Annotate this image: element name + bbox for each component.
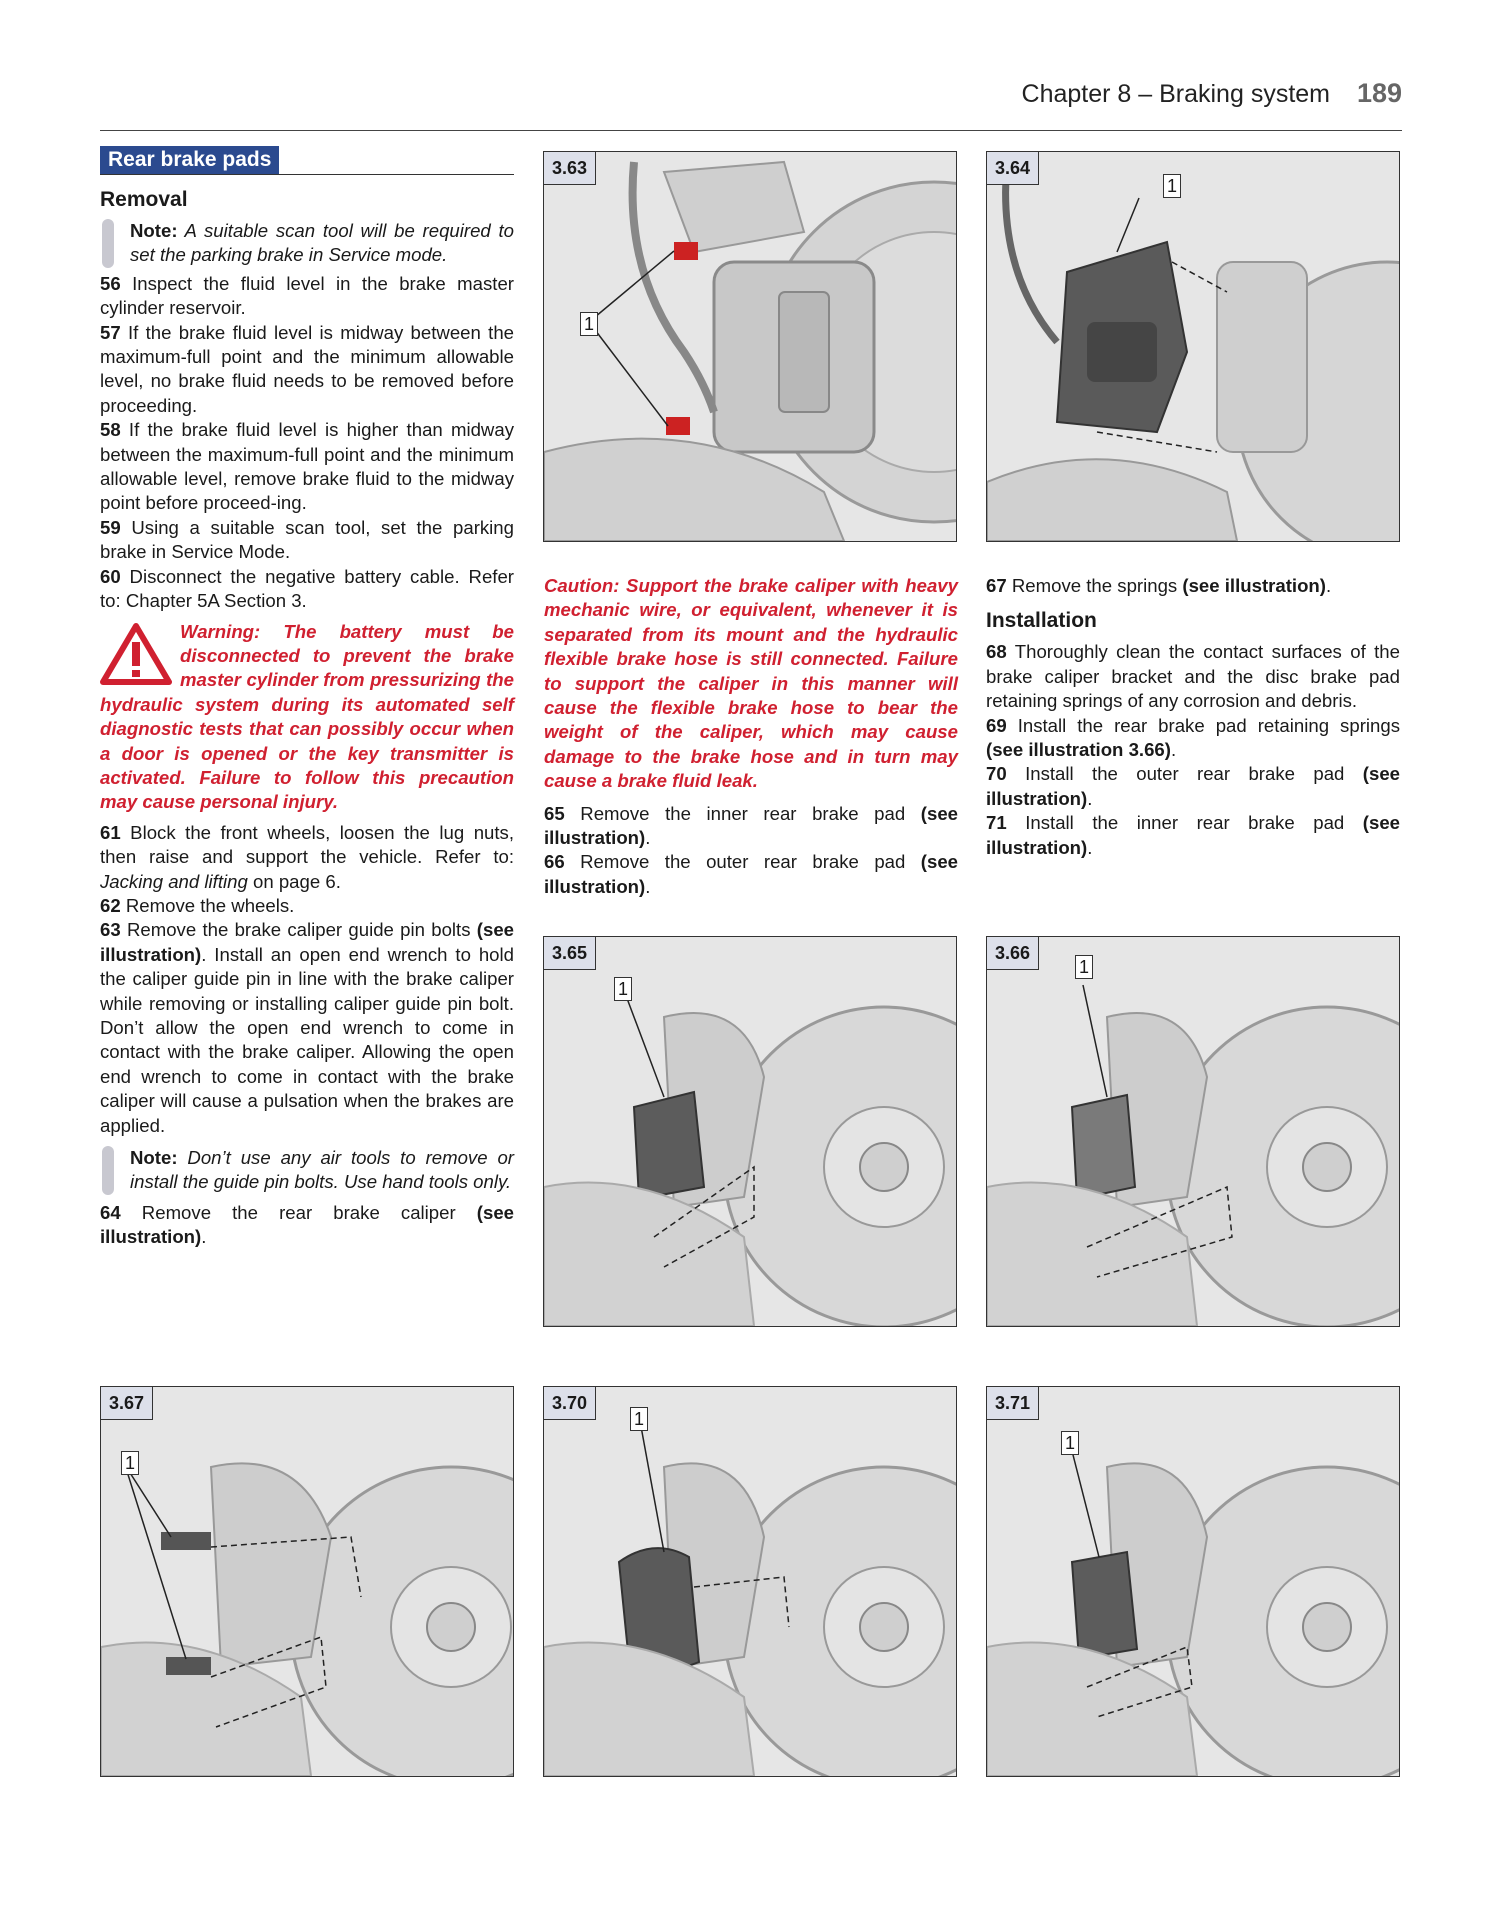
figure-label: 3.63 (544, 152, 597, 185)
figure-3-65: 3.65 1 (543, 936, 957, 1327)
figure-label: 3.71 (987, 1387, 1040, 1420)
figure-3-64: 3.64 1 (986, 151, 1400, 542)
step-63: 63 Remove the brake caliper guide pin bo… (100, 919, 514, 1136)
step-57: 57 If the brake fluid level is midway be… (100, 321, 514, 416)
installation-heading: Installation (986, 609, 1097, 633)
step-70: 70 Install the outer rear brake pad (see… (986, 763, 1400, 809)
note-bar (102, 219, 114, 268)
step-67: 67 Remove the springs (see illustration)… (986, 575, 1332, 596)
step-56: 56 Inspect the fluid level in the brake … (100, 272, 514, 319)
step-68: 68 Thoroughly clean the contact surfaces… (986, 641, 1400, 712)
caliper-removal-illustration (987, 152, 1399, 541)
warning-triangle-icon (100, 622, 172, 685)
callout-1: 1 (580, 312, 598, 336)
column-2: Caution: Support the brake caliper with … (544, 574, 958, 899)
figure-3-66: 3.66 1 (986, 936, 1400, 1327)
figure-label: 3.65 (544, 937, 597, 970)
figure-label: 3.67 (101, 1387, 154, 1420)
warning-text: Warning: The battery must be disconnecte… (100, 620, 514, 813)
callout-1: 1 (614, 977, 632, 1001)
step-64: 64 Remove the rear brake caliper (see il… (100, 1201, 514, 1248)
outer-pad-install-illustration (544, 1387, 956, 1776)
callout-1: 1 (1061, 1431, 1079, 1455)
inner-pad-removal-illustration (544, 937, 956, 1326)
figure-3-71: 3.71 1 (986, 1386, 1400, 1777)
column-1: Rear brake pads Removal Note: A suitable… (100, 146, 514, 1250)
step-58: 58 If the brake fluid level is higher th… (100, 419, 514, 514)
figure-label: 3.70 (544, 1387, 597, 1420)
note-scan-tool: Note: A suitable scan tool will be requi… (100, 219, 514, 268)
column-3: 67 Remove the springs (see illustration)… (986, 574, 1400, 860)
figure-label: 3.66 (987, 937, 1040, 970)
removal-heading: Removal (100, 188, 188, 211)
page-number: 189 (1356, 78, 1402, 108)
figure-3-63: 3.63 1 (543, 151, 957, 542)
callout-1: 1 (121, 1451, 139, 1475)
note-air-tools: Note: Don’t use any air tools to remove … (100, 1146, 514, 1195)
step-62: 62 Remove the wheels. (100, 894, 295, 916)
figure-3-70: 3.70 1 (543, 1386, 957, 1777)
note-bar (102, 1146, 114, 1195)
outer-pad-removal-illustration (987, 937, 1399, 1326)
section-title: Rear brake pads (100, 146, 514, 175)
step-59: 59 Using a suitable scan tool, set the p… (100, 516, 514, 563)
caliper-bolts-illustration (544, 152, 956, 541)
page-header: Chapter 8 – Braking system 189 (100, 78, 1402, 131)
springs-removal-illustration (101, 1387, 513, 1776)
step-61: 61 Block the front wheels, loosen the lu… (100, 821, 514, 892)
callout-1: 1 (630, 1407, 648, 1431)
inner-pad-install-illustration (987, 1387, 1399, 1776)
figure-label: 3.64 (987, 152, 1040, 185)
figure-3-67: 3.67 1 (100, 1386, 514, 1777)
step-65: 65 Remove the inner rear brake pad (see … (544, 802, 958, 849)
caution-text: Caution: Support the brake caliper with … (544, 575, 958, 792)
callout-1: 1 (1163, 174, 1181, 198)
step-69: 69 Install the rear brake pad retaining … (986, 714, 1400, 761)
callout-1: 1 (1075, 955, 1093, 979)
warning-block: Warning: The battery must be disconnecte… (100, 620, 514, 815)
step-71: 71 Install the inner rear brake pad (see… (986, 812, 1400, 858)
step-66: 66 Remove the outer rear brake pad (see … (544, 851, 958, 897)
step-60: 60 Disconnect the negative battery cable… (100, 565, 514, 612)
chapter-title: Chapter 8 – Braking system (1021, 80, 1330, 108)
